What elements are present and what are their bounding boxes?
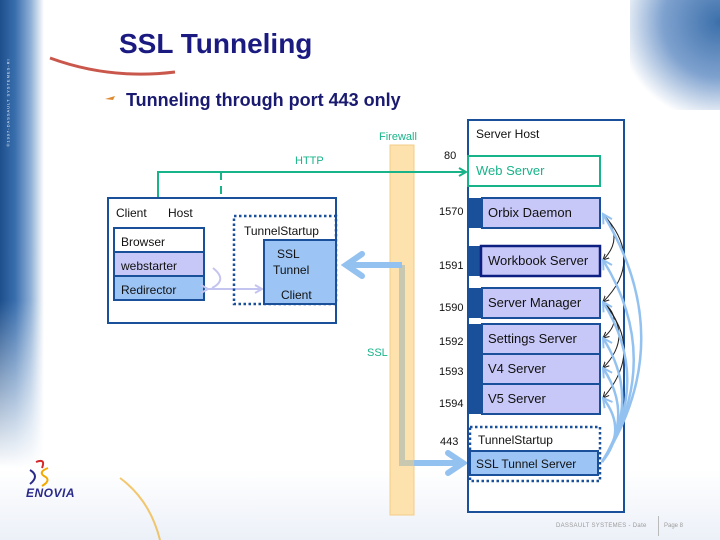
v5-server: V5 Server 1594 [439,383,601,415]
service-box [481,323,601,355]
client-host-label-host: Host [168,206,193,220]
bottom-swoosh [119,477,161,540]
bullet-icon [105,96,115,100]
service-label: Server Manager [488,295,582,310]
web-server-box [467,155,601,187]
server-tunnel-startup-label: TunnelStartup [478,433,553,447]
corner-decoration [630,0,720,110]
ssl-arrow-to-client-head [340,251,365,279]
port-bar [468,246,482,276]
client-host-label-client: Client [116,206,147,220]
service-box [479,244,602,278]
ssl-tunnel-client-line2: Tunnel [273,263,309,277]
port-443: 443 [440,436,458,448]
tunnel-to-v5-arc [601,398,617,463]
port-label: 1593 [439,366,463,378]
ssl-tunnel-client-line1: SSL [277,247,300,261]
workbook-server: Workbook Server 1591 [439,244,602,278]
enovia-logo-text: ENOVIA [26,486,76,500]
service-box [481,287,601,319]
http-label: HTTP [295,155,324,167]
webstarter-label: webstarter [120,259,177,273]
service-box [481,383,601,415]
orbix-daemon: Orbix Daemon 1570 [439,197,601,229]
footer-page-number: Page 8 [664,523,684,529]
footer-separator [658,516,659,536]
server-manager: Server Manager 1590 [439,287,601,319]
webstarter-box [113,251,205,277]
browser-box [113,227,205,253]
port-label: 1590 [439,302,463,314]
ssl-label: SSL [367,347,388,359]
firewall-label: Firewall [379,131,417,143]
port-bar [468,288,482,318]
redirector-label: Redirector [121,283,176,297]
client-tunnel-startup-label: TunnelStartup [244,224,319,238]
ssl-tunnel-client-box [263,239,337,305]
port-label: 1591 [439,260,463,272]
service-label: V4 Server [488,361,546,376]
footer-company: DASSAULT SYSTEMES - Date [556,523,647,529]
3ds-logo-icon [29,459,49,487]
service-label: V5 Server [488,391,546,406]
service-label: Orbix Daemon [488,205,572,220]
ssl-tunnel-client-line3: Client [281,288,312,302]
port-label: 1594 [439,398,463,410]
v4-server: V4 Server 1593 [439,353,601,385]
ssl-tunnel-server-box [469,450,599,476]
port-bar-group [468,324,482,414]
service-label: Workbook Server [488,253,589,268]
port-label: 1570 [439,206,463,218]
settings-server: Settings Server 1592 [439,323,601,355]
port-label: 1592 [439,336,463,348]
port-80: 80 [444,150,456,162]
ssl-tunnel-server-label: SSL Tunnel Server [476,457,576,471]
server-host-label: Server Host [476,127,540,141]
web-server-label: Web Server [476,163,545,178]
ssl-arrow-to-server-head [445,450,469,476]
slide-title: SSL Tunneling [119,28,313,59]
title-swoosh [49,56,176,76]
bullet-point: Tunneling through port 443 only [126,90,401,110]
browser-label: Browser [121,235,165,249]
service-label: Settings Server [488,331,578,346]
service-box [481,197,601,229]
port-bar [468,198,482,228]
